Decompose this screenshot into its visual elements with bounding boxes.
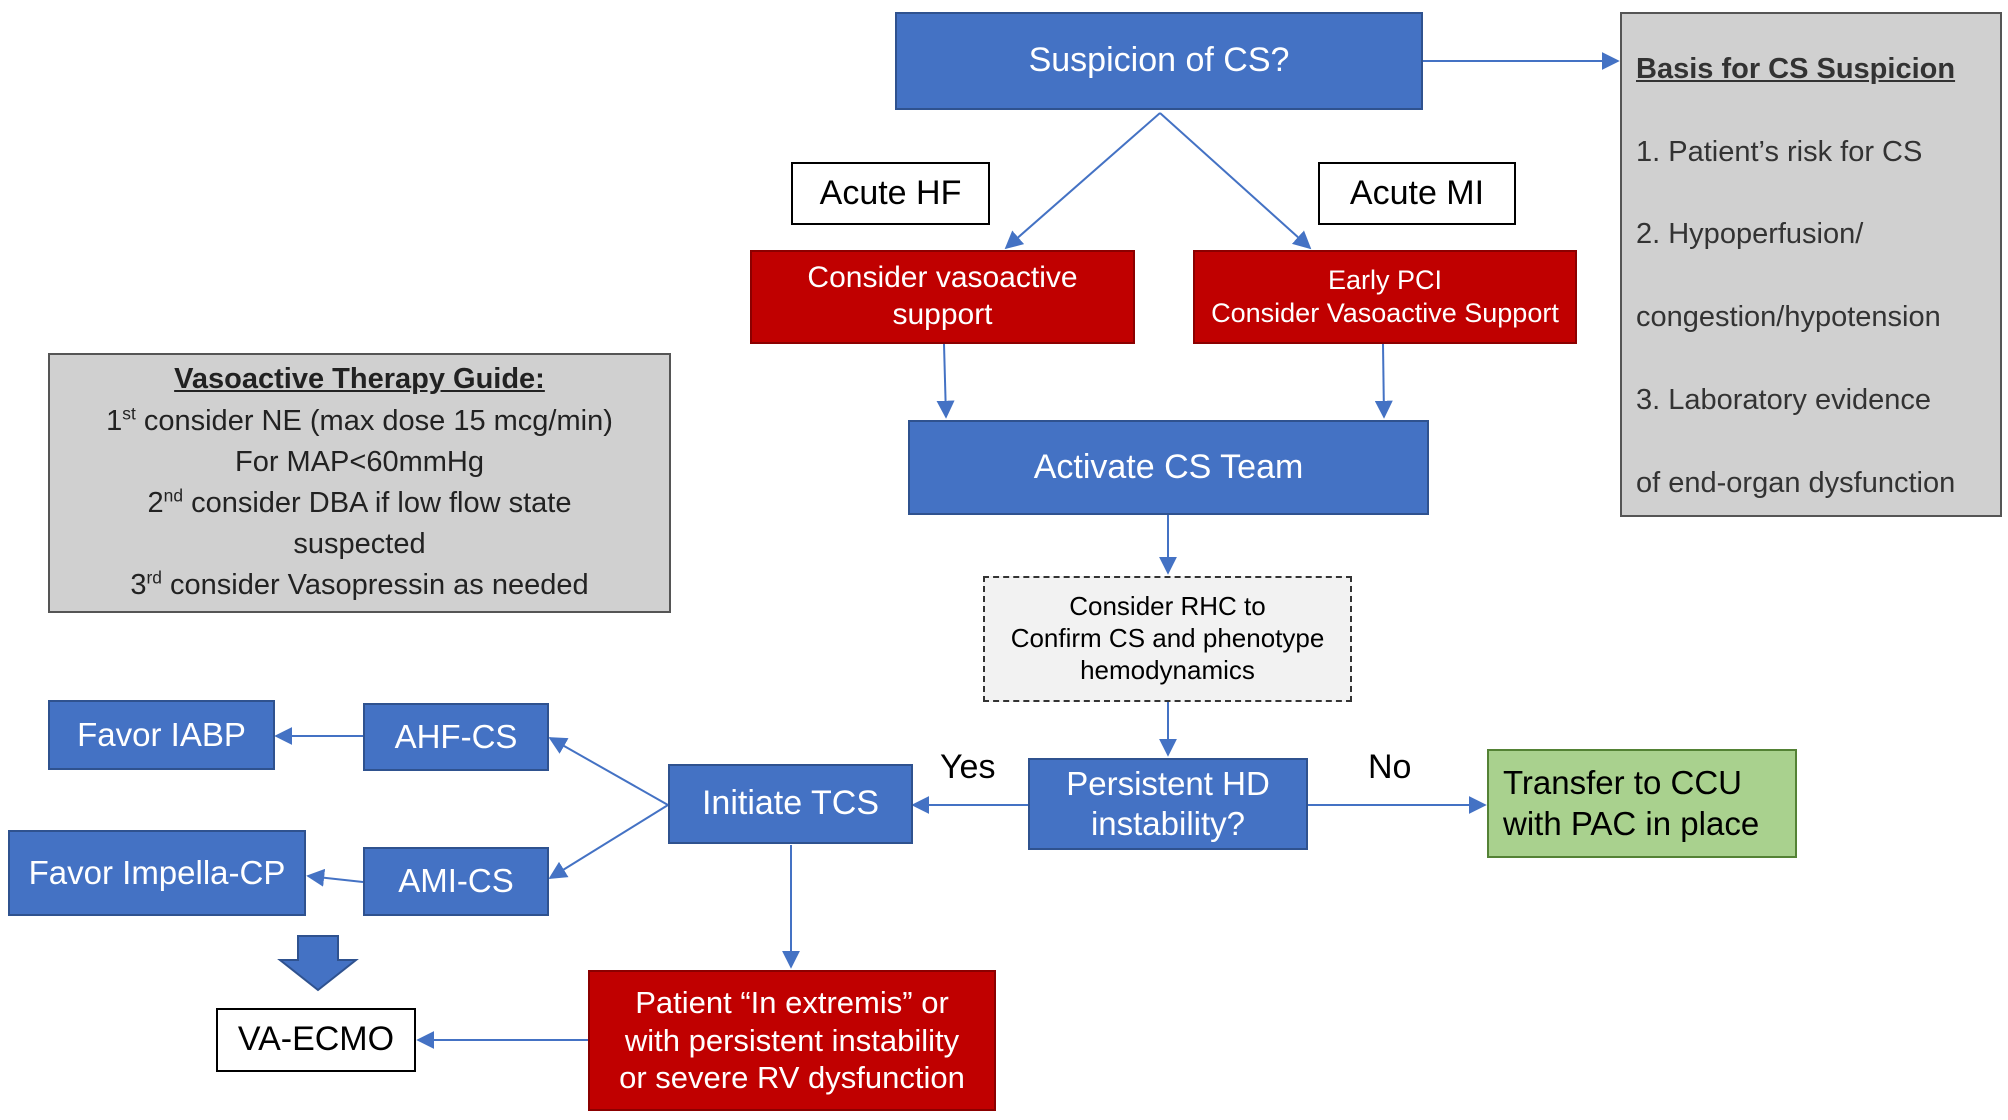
basis-line-3: congestion/hypotension	[1636, 301, 1941, 334]
basis-title: Basis for CS Suspicion	[1636, 53, 1956, 85]
ami-cs-label: AMI-CS	[398, 862, 514, 900]
extremis-line-2: with persistent instability	[624, 1022, 960, 1058]
vasoactive-guide-title: Vasoactive Therapy Guide:	[174, 363, 545, 396]
basis-line-1: 1. Patient’s risk for CS	[1636, 135, 1923, 168]
suspicion-of-cs-node: Suspicion of CS?	[895, 12, 1423, 110]
consider-vasoactive-support-node: Consider vasoactive support	[750, 250, 1135, 344]
vasoactive-support-line-2: support	[892, 298, 993, 331]
arrow-ami-to-impella	[306, 868, 364, 887]
early-pci-line-2: Consider Vasoactive Support	[1211, 298, 1559, 328]
early-pci-node: Early PCI Consider Vasoactive Support	[1193, 250, 1577, 344]
ahf-cs-label: AHF-CS	[394, 717, 518, 755]
arrow-suspicion-to-pci	[1159, 112, 1312, 250]
favor-impella-cp-label: Favor Impella-CP	[28, 853, 286, 891]
transfer-to-ccu-node: Transfer to CCU with PAC in place	[1487, 749, 1797, 858]
va-ecmo-node: VA-ECMO	[216, 1008, 416, 1072]
early-pci-line-1: Early PCI	[1327, 265, 1443, 296]
ahf-cs-node: AHF-CS	[363, 703, 549, 771]
activate-cs-team-label: Activate CS Team	[1033, 447, 1304, 486]
arrow-pci-to-team	[1374, 343, 1393, 419]
favor-impella-cp-node: Favor Impella-CP	[8, 830, 306, 916]
vasoactive-guide-line-5: 3rd consider Vasopressin as needed	[130, 565, 588, 606]
acute-mi-node: Acute MI	[1318, 162, 1516, 225]
ordinal-number-2: 2	[147, 487, 164, 519]
basis-line-4: 3. Laboratory evidence	[1636, 383, 1932, 416]
ordinal-suffix-3: rd	[146, 567, 162, 588]
down-arrow-icon	[277, 935, 359, 992]
extremis-line-3: or severe RV dysfunction	[619, 1060, 965, 1096]
arrow-suspicion-to-vasoactive	[1004, 112, 1161, 250]
activate-cs-team-node: Activate CS Team	[908, 420, 1429, 515]
basis-line-2: 2. Hypoperfusion/	[1636, 218, 1864, 251]
no-edge-label: No	[1368, 748, 1412, 786]
ordinal-number-3: 3	[130, 569, 147, 602]
suspicion-of-cs-label: Suspicion of CS?	[1028, 41, 1290, 80]
initiate-tcs-node: Initiate TCS	[668, 764, 913, 844]
extremis-line-1: Patient “In extremis” or	[635, 984, 949, 1020]
vasoactive-guide-line-2: For MAP<60mmHg	[235, 445, 484, 478]
ami-cs-node: AMI-CS	[363, 847, 549, 916]
consider-rhc-node: Consider RHC to Confirm CS and phenotype…	[983, 576, 1352, 702]
initiate-tcs-label: Initiate TCS	[701, 784, 879, 823]
transfer-ccu-line-2: with PAC in place	[1503, 804, 1760, 842]
persistent-hd-line-2: instability?	[1090, 805, 1246, 842]
patient-in-extremis-node: Patient “In extremis” or with persistent…	[588, 970, 996, 1111]
ordinal-suffix-2: nd	[163, 485, 184, 506]
vasoactive-guide-line-1-text: consider NE (max dose 15 mcg/min)	[143, 404, 613, 437]
vasoactive-support-line-1: Consider vasoactive	[807, 261, 1078, 295]
consider-rhc-line-3: hemodynamics	[1080, 654, 1255, 685]
basis-line-5: of end-organ dysfunction	[1636, 466, 1956, 499]
vasoactive-guide-line-1: 1st consider NE (max dose 15 mcg/min)	[106, 401, 613, 442]
persistent-hd-instability-node: Persistent HD instability?	[1028, 758, 1308, 850]
ordinal-number-1: 1	[106, 404, 123, 437]
acute-mi-label: Acute MI	[1349, 173, 1485, 212]
favor-iabp-label: Favor IABP	[77, 715, 246, 753]
vasoactive-therapy-guide-box: Vasoactive Therapy Guide: 1st consider N…	[48, 353, 671, 613]
persistent-hd-line-1: Persistent HD	[1066, 764, 1270, 802]
vasoactive-guide-line-3-text: consider DBA if low flow state	[191, 487, 572, 519]
consider-rhc-line-2: Confirm CS and phenotype	[1010, 623, 1325, 654]
basis-for-cs-suspicion-box: Basis for CS Suspicion 1. Patient’s risk…	[1620, 12, 2002, 517]
arrow-vasoactive-to-team	[936, 343, 955, 419]
arrow-tcs-to-ahf	[548, 737, 669, 806]
acute-hf-label: Acute HF	[819, 173, 962, 212]
favor-iabp-node: Favor IABP	[48, 700, 275, 770]
vasoactive-guide-line-4: suspected	[293, 528, 426, 561]
acute-hf-node: Acute HF	[791, 162, 990, 225]
yes-edge-label: Yes	[940, 748, 996, 786]
va-ecmo-label: VA-ECMO	[237, 1020, 395, 1059]
vasoactive-guide-line-3: 2nd consider DBA if low flow state	[148, 483, 572, 524]
transfer-ccu-line-1: Transfer to CCU	[1503, 764, 1742, 802]
vasoactive-guide-line-5-text: consider Vasopressin as needed	[170, 569, 589, 602]
consider-rhc-line-1: Consider RHC to	[1069, 591, 1266, 622]
ordinal-suffix-1: st	[122, 403, 136, 423]
arrow-tcs-to-ami	[548, 804, 669, 879]
